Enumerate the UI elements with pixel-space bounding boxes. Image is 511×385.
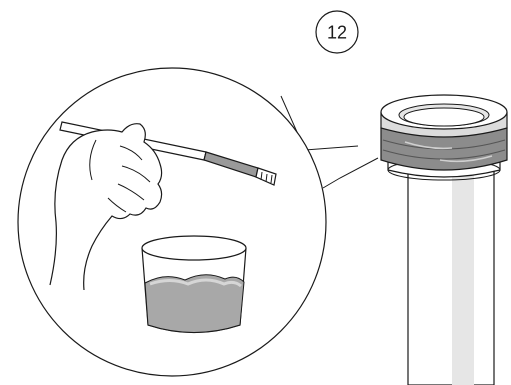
fitting-bore bbox=[404, 108, 484, 126]
threaded-fitting bbox=[381, 95, 507, 180]
magnified-detail-circle bbox=[18, 68, 326, 376]
step-number: 12 bbox=[327, 23, 347, 43]
step-number-badge: 12 bbox=[316, 11, 358, 53]
pipe-body bbox=[408, 170, 494, 385]
pipe-highlight bbox=[452, 175, 474, 385]
cup bbox=[142, 236, 246, 333]
cup-rim bbox=[142, 236, 246, 260]
pipe bbox=[408, 170, 494, 385]
